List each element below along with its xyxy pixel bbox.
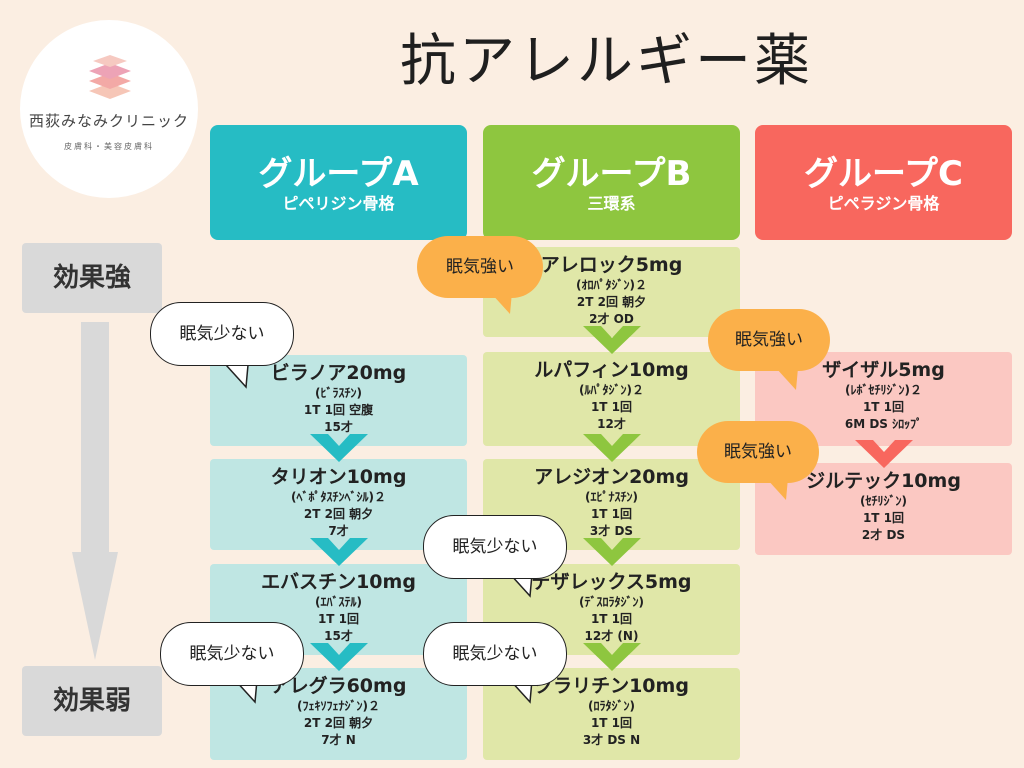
page-title: 抗アレルギー薬 xyxy=(400,29,813,94)
drug-dose: 2T 2回 朝夕 xyxy=(303,716,374,730)
drug-dose: 2T 2回 朝夕 xyxy=(576,295,647,309)
drug-name: ルパフィン10mg xyxy=(534,359,689,381)
drug-name: ザイザル5mg xyxy=(822,359,945,381)
down-arrow-icon xyxy=(72,322,118,660)
bubble-tail xyxy=(510,574,533,598)
drug-name: クラリチン10mg xyxy=(534,675,689,697)
drug-age: 15才 xyxy=(324,629,353,643)
drug-dose: 1T 1回 空腹 xyxy=(303,403,374,417)
chevron-down-icon xyxy=(310,434,368,462)
chevron-down-icon xyxy=(855,440,913,468)
chevron-down-icon xyxy=(583,538,641,566)
drug-age: 15才 xyxy=(324,420,353,434)
drug-name: ジルテック10mg xyxy=(806,470,961,492)
drug-name: タリオン10mg xyxy=(270,466,407,488)
drug-dose: 1T 1回 xyxy=(590,612,633,626)
layers-icon xyxy=(89,55,131,99)
drug-age: 3才 DS xyxy=(589,524,634,538)
drug-dose: 1T 1回 xyxy=(590,400,633,414)
drug-name: デザレックス5mg xyxy=(531,571,692,593)
drug-card-allegra: アレグラ60mg (ﾌｪｷｿﾌｪﾅｼﾞﾝ)２ 2T 2回 朝夕 7才 N xyxy=(210,668,467,760)
drug-card-rupafin: ルパフィン10mg (ﾙﾊﾟﾀｼﾞﾝ)２ 1T 1回 12才 xyxy=(483,352,740,446)
drug-dose: 1T 1回 xyxy=(590,507,633,521)
drowsiness-low-bubble: 眠気少ない xyxy=(423,622,567,686)
drug-age: 3才 DS N xyxy=(582,733,641,747)
drug-generic: (ｴﾊﾞｽﾃﾙ) xyxy=(315,595,362,609)
effect-strong-label: 効果強 xyxy=(22,243,162,313)
drug-generic: (ﾋﾞﾗｽﾁﾝ) xyxy=(315,386,362,400)
drug-name: エバスチン10mg xyxy=(261,571,416,593)
drug-age: 2才 OD xyxy=(589,312,634,326)
drug-card-bilanoa: ビラノア20mg (ﾋﾞﾗｽﾁﾝ) 1T 1回 空腹 15才 xyxy=(210,355,467,446)
drug-generic: (ﾍﾞﾎﾟﾀｽﾁﾝﾍﾞｼﾙ)２ xyxy=(291,490,386,504)
bubble-tail xyxy=(776,368,798,390)
chevron-down-icon xyxy=(310,643,368,671)
chevron-down-icon xyxy=(583,434,641,462)
chevron-down-icon xyxy=(583,643,641,671)
bubble-tail xyxy=(766,478,788,500)
drowsiness-strong-bubble: 眠気強い xyxy=(697,421,819,483)
drug-dose: 1T 1回 xyxy=(317,612,360,626)
drug-generic: (ﾙﾊﾟﾀｼﾞﾝ)２ xyxy=(579,383,644,397)
drowsiness-low-bubble: 眠気少ない xyxy=(150,302,294,366)
drug-age: 2才 DS xyxy=(861,528,906,542)
clinic-logo: 西荻みなみクリニック 皮膚科・美容皮膚科 xyxy=(20,20,198,198)
drug-age: 6M DS ｼﾛｯﾌﾟ xyxy=(844,417,923,431)
drug-generic: (ﾛﾗﾀｼﾞﾝ) xyxy=(588,699,635,713)
drug-age: 12才 (N) xyxy=(584,629,639,643)
drowsiness-strong-bubble: 眠気強い xyxy=(417,236,543,298)
chevron-down-icon xyxy=(310,538,368,566)
group-c-header: グループC ピペラジン骨格 xyxy=(755,125,1012,240)
group-b-header: グループB 三環系 xyxy=(483,125,740,240)
drug-name: アレジオン20mg xyxy=(534,466,689,488)
drug-dose: 2T 2回 朝夕 xyxy=(303,507,374,521)
drug-name: ビラノア20mg xyxy=(270,362,407,384)
drug-age: 7才 xyxy=(328,524,349,538)
group-c-title: グループC xyxy=(804,154,963,194)
drug-generic: (ﾃﾞｽﾛﾗﾀｼﾞﾝ) xyxy=(579,595,644,609)
group-c-subtitle: ピペラジン骨格 xyxy=(827,194,940,213)
group-a-header: グループA ピペリジン骨格 xyxy=(210,125,467,240)
drug-generic: (ﾚﾎﾞｾﾁﾘｼﾞﾝ)２ xyxy=(845,383,922,397)
drug-dose: 1T 1回 xyxy=(590,716,633,730)
drug-age: 12才 xyxy=(597,417,626,431)
drowsiness-low-bubble: 眠気少ない xyxy=(160,622,304,686)
group-b-subtitle: 三環系 xyxy=(587,194,636,213)
drug-name: アレグラ60mg xyxy=(270,675,407,697)
chevron-down-icon xyxy=(583,326,641,354)
drug-generic: (ｴﾋﾟﾅｽﾁﾝ) xyxy=(585,490,638,504)
drug-generic: (ﾌｪｷｿﾌｪﾅｼﾞﾝ)２ xyxy=(297,699,380,713)
group-a-subtitle: ピペリジン骨格 xyxy=(282,194,395,213)
drowsiness-strong-bubble: 眠気強い xyxy=(708,309,830,371)
drug-name: アレロック5mg xyxy=(540,254,683,276)
group-a-title: グループA xyxy=(258,154,419,194)
effect-weak-label: 効果弱 xyxy=(22,666,162,736)
drug-dose: 1T 1回 xyxy=(862,400,905,414)
drug-generic: (ｵﾛﾊﾟﾀｼﾞﾝ)２ xyxy=(576,278,647,292)
drug-dose: 1T 1回 xyxy=(862,511,905,525)
group-b-title: グループB xyxy=(531,154,692,194)
clinic-name: 西荻みなみクリニック xyxy=(28,112,189,130)
drug-generic: (ｾﾁﾘｼﾞﾝ) xyxy=(860,494,907,508)
clinic-subtitle: 皮膚科・美容皮膚科 xyxy=(64,142,154,151)
drowsiness-low-bubble: 眠気少ない xyxy=(423,515,567,579)
drug-age: 7才 N xyxy=(321,733,356,747)
bubble-tail xyxy=(226,365,249,389)
